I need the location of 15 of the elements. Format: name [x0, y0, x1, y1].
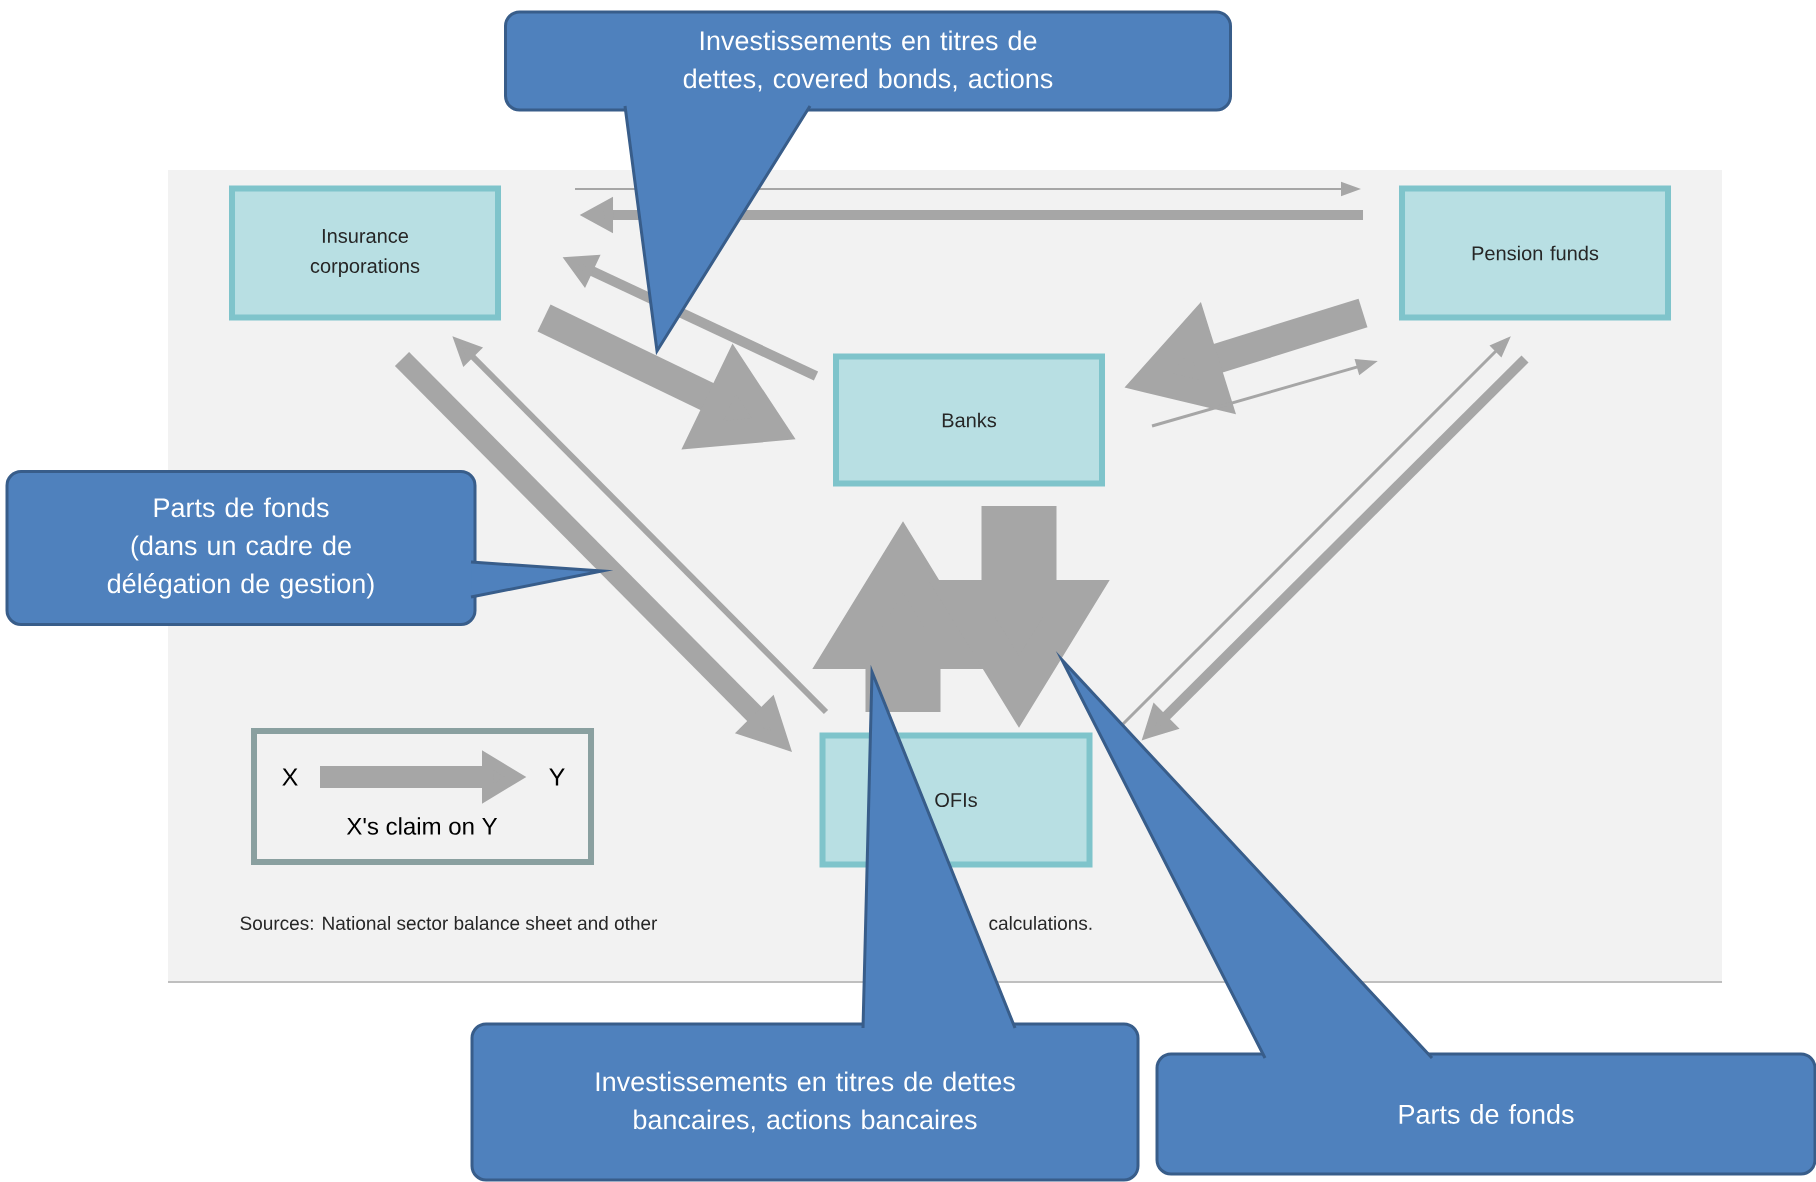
letter-label: Y — [549, 768, 565, 786]
callout-box: Parts de fonds (dans un cadre de délégation de gestion) — [5, 470, 477, 626]
sector-box: Banks — [833, 353, 1105, 487]
callout-pointer — [861, 664, 1017, 1029]
sector-box: Pension funds — [1399, 185, 1671, 321]
callout-box: Parts de fonds — [1155, 1052, 1816, 1176]
callout-box: Investissements en titres de dettes bancaires, actions bancaires — [470, 1022, 1140, 1182]
source-note: calculations. — [989, 916, 1092, 930]
callout-pointer — [623, 105, 812, 356]
letter-label: X — [282, 768, 298, 786]
callout-pointer — [1055, 651, 1434, 1060]
source-note: Sources: National sector balance sheet and other — [240, 916, 658, 930]
legend-text: X's claim on Y — [346, 817, 498, 835]
callout-box: Investissements en titres de dettes, covered bonds, actions — [504, 10, 1232, 112]
sector-box: Insurance corporations — [229, 185, 501, 321]
